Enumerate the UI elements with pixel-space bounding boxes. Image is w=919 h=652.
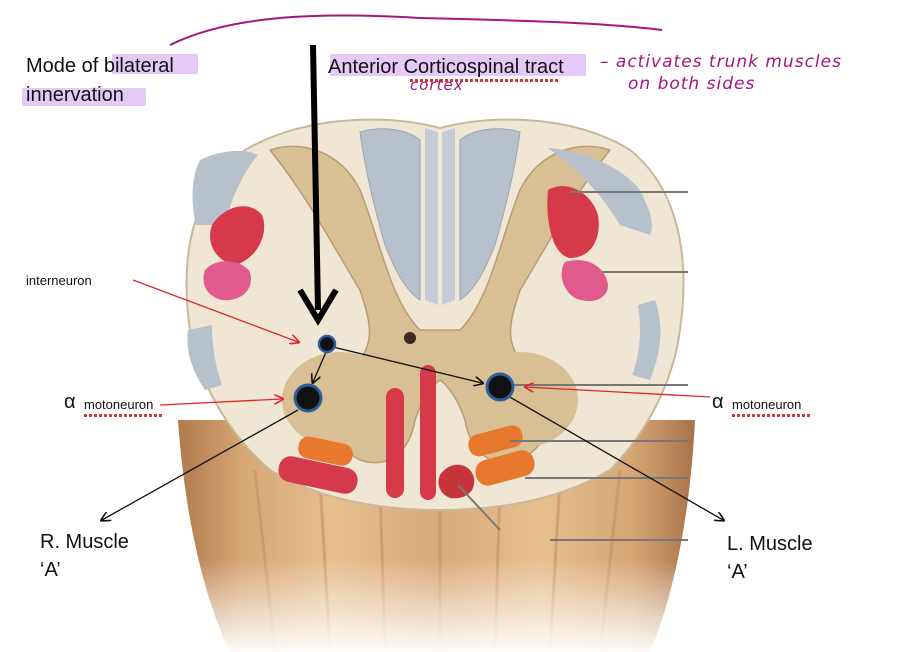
interneuron-soma xyxy=(317,334,337,354)
tract-orange-right-2 xyxy=(475,450,535,486)
dorsal-column-mid-right xyxy=(442,128,455,305)
highlight-innervation xyxy=(22,88,146,106)
spellcheck-squiggle-corticospinal xyxy=(410,79,560,82)
tract-subtitle-handwritten: cortex xyxy=(410,76,464,94)
axon-to-l-muscle xyxy=(507,395,723,520)
alpha-motoneuron-left xyxy=(293,383,323,413)
tract-anterior-left xyxy=(386,388,404,498)
tract-pink-left xyxy=(203,261,251,301)
label-r-muscle-line1: R. Muscle xyxy=(40,531,129,553)
tract-red-right-3 xyxy=(438,464,475,499)
note-line1: – activates trunk muscles xyxy=(600,52,842,72)
label-alpha-left-text: motoneuron xyxy=(84,397,154,412)
central-canal xyxy=(404,332,416,344)
note-line2: on both sides xyxy=(628,74,756,94)
highlight-tract xyxy=(330,54,586,76)
tract-anterior-right xyxy=(420,365,436,500)
dorsal-column-mid-left xyxy=(425,128,438,305)
label-alpha-right-text: motoneuron xyxy=(732,397,802,412)
lateral-band-left-lower xyxy=(187,325,222,390)
axon-to-r-muscle xyxy=(102,409,299,520)
label-interneuron: interneuron xyxy=(26,273,92,288)
tract-orange-right-1 xyxy=(468,425,523,457)
title-left-line2: innervation xyxy=(26,84,124,106)
tract-title: Anterior Corticospinal tract xyxy=(328,56,564,78)
pointer-alpha-left xyxy=(159,399,282,406)
label-r-muscle-line2: ‘A’ xyxy=(40,559,61,581)
highlight-bilateral xyxy=(112,54,198,74)
title-left-line1: Mode of bilateral xyxy=(26,55,174,77)
tract-red-left-upper xyxy=(210,206,265,265)
dorsal-column-right xyxy=(459,128,521,301)
connection-inter-to-right xyxy=(332,346,482,383)
tract-pink-right xyxy=(561,260,608,302)
leader-lines xyxy=(457,191,688,541)
label-alpha-right-symbol: α xyxy=(712,391,724,413)
purple-arc xyxy=(169,14,663,46)
descending-arrow-shaft xyxy=(310,44,321,311)
pointer-interneuron xyxy=(132,279,298,342)
dorsal-column-left xyxy=(359,128,421,301)
lateral-band-left-upper xyxy=(192,150,258,225)
label-l-muscle-line2: ‘A’ xyxy=(727,561,748,583)
tract-red-right-upper xyxy=(547,186,599,258)
pointer-alpha-right xyxy=(526,387,711,398)
label-alpha-left-symbol: α xyxy=(64,391,76,413)
descending-arrow-head xyxy=(297,288,339,326)
tract-red-left-2 xyxy=(278,456,358,494)
connection-inter-to-left xyxy=(313,351,327,382)
alpha-motoneuron-right xyxy=(485,372,515,402)
lateral-band-right-lower xyxy=(632,300,661,380)
spellcheck-squiggle-left xyxy=(84,414,162,417)
spellcheck-squiggle-right xyxy=(732,414,810,417)
tract-orange-left-1 xyxy=(298,436,353,466)
label-l-muscle-line1: L. Muscle xyxy=(727,533,813,555)
